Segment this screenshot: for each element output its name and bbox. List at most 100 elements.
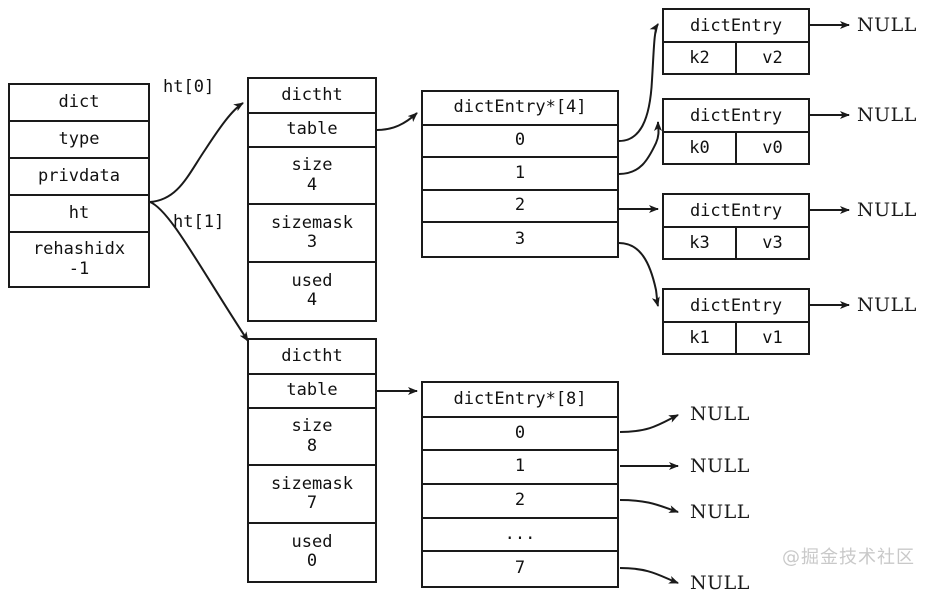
bucket-slot-label: 2 [514,195,526,216]
bucket-slot-label: 7 [514,558,526,579]
bucket-slot: 0 [423,417,617,452]
dict-entry-node: dictEntry k2 v2 [662,8,810,75]
dictht1-size-value: 8 [306,435,318,456]
dictht0-field-size: size 4 [249,148,375,206]
null-label-entry-k3: NULL [857,199,917,221]
dict-entry-title: dictEntry [664,10,808,43]
dict-field-rehashidx-label: rehashidx [32,238,126,259]
ht1-pointer-label: ht[1] [173,212,225,232]
bucket-slot-label: 1 [514,162,526,183]
dict-entry-kv: k2 v2 [664,43,808,73]
dictht0-used-label: used [291,270,333,291]
wire-slot1-entry [618,121,663,175]
wire-slot3-entry [618,242,660,307]
bucket-slot-label: 1 [514,456,526,477]
dict-entry-key: k0 [664,133,737,163]
dictht1-field-used: used 0 [249,523,375,581]
dict-entry-title: dictEntry [664,100,808,133]
dict-entry-title: dictEntry [664,195,808,228]
wire-slot8-7 [619,567,679,584]
bucket-slot-ellipsis: ... [423,518,617,553]
dictht0-field-table: table [249,113,375,149]
dictht0-field-sizemask: sizemask 3 [249,205,375,263]
dictht1-field-size: size 8 [249,409,375,467]
dict-entry-node: dictEntry k0 v0 [662,98,810,165]
dict-struct-box: dict type privdata ht rehashidx -1 [8,83,150,288]
bucket-slot-label: 0 [514,422,526,443]
dict-entry-title-label: dictEntry [689,200,783,221]
bucket-slot: 1 [423,451,617,485]
watermark: @掘金技术社区 [782,547,915,568]
dictht1-box: dictht table size 8 sizemask 7 used 0 [247,338,377,583]
bucket-slot-label: ... [504,523,536,544]
dictht1-table-label: table [286,380,338,401]
dict-field-rehashidx-value: -1 [68,258,90,279]
dict-field-rehashidx: rehashidx -1 [10,233,148,286]
dict-entry-title-label: dictEntry [689,295,783,316]
dict-title: dict [10,85,148,122]
dictht0-sizemask-value: 3 [306,232,318,253]
bucket-table-8-header: dictEntry*[8] [423,383,617,418]
dictht0-title-label: dictht [281,84,343,105]
null-label-entry-k0: NULL [857,104,917,126]
dict-entry-kv: k3 v3 [664,228,808,258]
wire-table0 [376,112,418,131]
dictht1-sizemask-value: 7 [306,493,318,514]
bucket-slot: 2 [423,485,617,519]
dictht0-size-label: size [291,155,333,176]
dictht0-sizemask-label: sizemask [271,212,353,233]
bucket-table-4-box: dictEntry*[4] 0 1 2 3 [421,90,619,258]
dictht0-used-value: 4 [306,290,318,311]
wire-slot0-entry [618,23,659,142]
dictht0-field-used: used 4 [249,262,375,320]
dict-entry-key: k3 [664,228,737,258]
null-label-slot8-1: NULL [690,455,750,477]
dict-entry-value: v0 [762,138,783,158]
wire-ht0 [149,102,244,203]
ht0-pointer-label: ht[0] [163,77,215,97]
dict-entry-kv: k0 v0 [664,133,808,163]
dict-entry-title-label: dictEntry [689,105,783,126]
dict-field-privdata-label: privdata [38,165,120,186]
dictht0-size-value: 4 [306,174,318,195]
dict-entry-value: v1 [762,328,783,348]
bucket-slot-label: 3 [514,228,526,249]
dict-entry-value: v2 [762,48,783,68]
bucket-table-4-header-label: dictEntry*[4] [453,97,587,118]
dictht1-title: dictht [249,340,375,375]
null-label-entry-k1: NULL [857,294,917,316]
dictht1-field-table: table [249,374,375,410]
dictht1-used-label: used [291,531,333,552]
dict-entry-title: dictEntry [664,290,808,323]
null-label-entry-k2: NULL [857,14,917,36]
bucket-table-8-box: dictEntry*[8] 0 1 2 ... 7 [421,381,619,588]
dict-field-ht-label: ht [68,202,90,223]
null-label-slot8-2: NULL [690,501,750,523]
dict-entry-value: v3 [762,233,783,253]
dict-entry-node: dictEntry k3 v3 [662,193,810,260]
bucket-slot: 0 [423,125,617,159]
wire-slot8-2 [619,499,679,513]
dictht0-title: dictht [249,79,375,114]
dictht1-used-value: 0 [306,551,318,572]
dict-field-privdata: privdata [10,159,148,196]
dict-field-type-label: type [58,128,100,149]
dict-entry-key: k1 [664,323,737,353]
dict-entry-node: dictEntry k1 v1 [662,288,810,355]
dict-entry-key: k2 [664,43,737,73]
dictht0-box: dictht table size 4 sizemask 3 used 4 [247,77,377,322]
bucket-slot: 3 [423,223,617,256]
bucket-slot: 7 [423,552,617,586]
dictht1-title-label: dictht [281,345,343,366]
bucket-table-8-header-label: dictEntry*[8] [453,388,587,409]
bucket-slot-label: 2 [514,490,526,511]
wire-slot8-0 [619,414,679,433]
dict-entry-title-label: dictEntry [689,15,783,36]
dict-field-type: type [10,122,148,159]
bucket-slot: 2 [423,190,617,224]
null-label-slot8-7: NULL [690,572,750,594]
bucket-slot-label: 0 [514,130,526,151]
bucket-slot: 1 [423,158,617,191]
bucket-table-4-header: dictEntry*[4] [423,92,617,126]
